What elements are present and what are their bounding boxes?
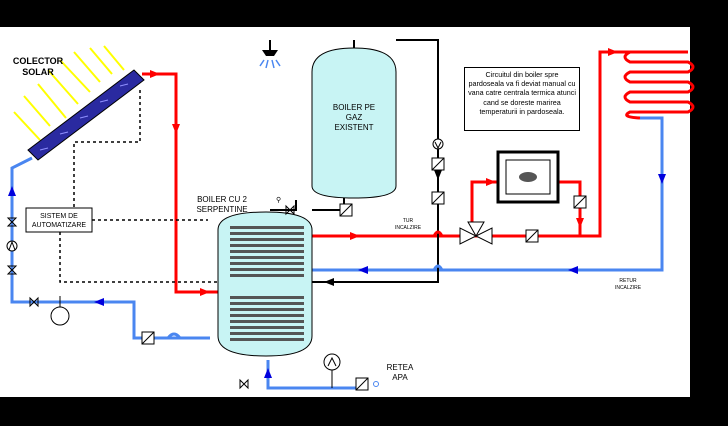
valve-icon bbox=[29, 296, 39, 308]
arrow-right-icon bbox=[350, 232, 360, 240]
automation-label-1: SISTEM DE bbox=[40, 213, 78, 220]
boiler-connection-components: ⚲ bbox=[166, 138, 445, 339]
arrow-left-icon bbox=[94, 298, 104, 306]
solar-collector bbox=[27, 69, 145, 161]
boiler2-label-1: BOILER CU 2 bbox=[197, 195, 247, 204]
arrow-down-icon bbox=[658, 174, 666, 184]
arrow-down-icon bbox=[576, 218, 584, 228]
arrow-down-icon bbox=[172, 124, 180, 134]
gas-boiler-tank: BOILER PE GAZ EXISTENT bbox=[311, 47, 397, 199]
shower-head-icon bbox=[259, 40, 281, 69]
retea-label-1: RETEA bbox=[387, 363, 414, 372]
three-way-valve-icon bbox=[459, 227, 478, 245]
valve-icon bbox=[6, 217, 18, 227]
floor-heating-coil bbox=[623, 50, 695, 120]
boiler2-label-2: SERPENTINE bbox=[196, 205, 247, 214]
water-main-components bbox=[239, 353, 379, 391]
pipe-crossover bbox=[432, 264, 444, 271]
gas-boiler-label-2: GAZ bbox=[346, 113, 363, 122]
valve-icon bbox=[285, 204, 295, 216]
control-wiring bbox=[59, 90, 230, 283]
arrow-up-icon bbox=[8, 186, 16, 196]
sun-rays-icon bbox=[13, 45, 125, 141]
cold-flow-arrows bbox=[8, 174, 666, 378]
svg-text:⚲: ⚲ bbox=[276, 196, 281, 204]
arrow-right-icon bbox=[200, 288, 210, 296]
heating-circuit-components bbox=[459, 150, 587, 245]
gas-boiler-label-1: BOILER PE bbox=[333, 103, 375, 112]
automation-system: SISTEM DE AUTOMATIZARE bbox=[25, 207, 93, 233]
upper-coil bbox=[230, 226, 304, 277]
collector-label-1: COLECTOR bbox=[13, 56, 64, 66]
arrow-left-icon bbox=[568, 266, 578, 274]
arrow-right-icon bbox=[608, 48, 618, 56]
expansion-vessel-icon bbox=[50, 306, 70, 326]
automation-label-2: AUTOMATIZARE bbox=[32, 222, 87, 229]
valve-icon bbox=[239, 378, 249, 390]
burner-icon bbox=[519, 172, 537, 182]
note-box: Circuitul din boiler spre pardoseala va … bbox=[464, 67, 580, 131]
arrow-up-icon bbox=[264, 368, 272, 378]
arrow-left-icon bbox=[324, 278, 334, 286]
pipe-crossover bbox=[166, 332, 182, 339]
tur-label-1: TUR bbox=[403, 218, 414, 224]
collector-label-2: SOLAR bbox=[22, 67, 54, 77]
retur-label-1: RETUR bbox=[619, 278, 637, 284]
lower-coil bbox=[230, 296, 304, 341]
tur-label-2: INCALZIRE bbox=[395, 225, 422, 231]
arrow-right-icon bbox=[150, 70, 160, 78]
pipe-crossover bbox=[432, 230, 444, 237]
arrow-left-icon bbox=[358, 266, 368, 274]
gas-boiler-label-3: EXISTENT bbox=[334, 123, 373, 132]
solar-loop-components bbox=[6, 217, 155, 345]
dual-coil-boiler: BOILER CU 2 SERPENTINE bbox=[196, 195, 313, 357]
pressure-gauge-icon bbox=[323, 353, 341, 371]
arrow-right-icon bbox=[486, 178, 496, 186]
retea-label-2: APA bbox=[392, 373, 408, 382]
valve-icon bbox=[6, 265, 18, 275]
hot-flow-arrows bbox=[150, 48, 618, 296]
retur-label-2: INCALZIRE bbox=[615, 285, 642, 291]
arrow-down-icon bbox=[434, 170, 442, 180]
